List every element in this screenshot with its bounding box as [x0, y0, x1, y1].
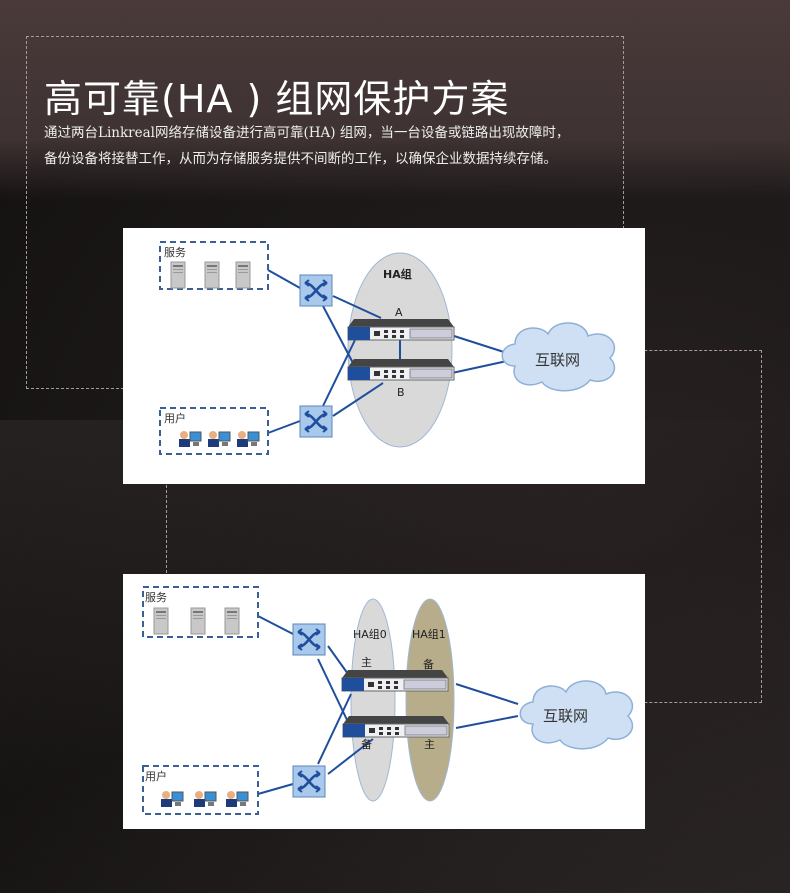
switch-icon: [291, 622, 327, 657]
role-label: 主: [424, 738, 435, 751]
ha-diagram-dual-group: 服务 用户 HA组0 HA组1 主 备 备 主 互联网: [123, 574, 645, 829]
server-icon: [170, 261, 186, 289]
server-icon: [224, 607, 240, 635]
network-diagram: 服务 用户 HA组0 HA组1 主 备 备 主 互联网: [142, 586, 634, 815]
server-icon: [204, 261, 220, 289]
ha-group-label: HA组: [383, 267, 412, 281]
ha-diagram-single-group: 服务 用户 HA组 A B 互联网: [123, 228, 645, 484]
description-line: 通过两台Linkreal网络存储设备进行高可靠(HA) 组网，当一台设备或链路出…: [44, 125, 570, 141]
description-line: 备份设备将接替工作，从而为存储服务提供不间断的工作，以确保企业数据持续存储。: [44, 151, 557, 167]
links: [257, 615, 519, 795]
role-label: 主: [361, 656, 372, 669]
switch-icon: [291, 764, 327, 799]
links: [267, 269, 508, 434]
switch-icon: [298, 404, 334, 439]
user-icon: [160, 790, 184, 808]
page-title: 高可靠(HA ) 组网保护方案: [44, 77, 510, 121]
server-icon: [235, 261, 251, 289]
role-label: 备: [423, 657, 434, 671]
storage-device-icon: [347, 318, 455, 341]
user-icon: [178, 430, 202, 448]
internet-label: 互联网: [543, 707, 588, 725]
services-label: 服务: [164, 246, 186, 259]
device-a-label: A: [395, 306, 403, 319]
background: [0, 0, 790, 200]
user-icon: [193, 790, 217, 808]
user-icon: [207, 430, 231, 448]
server-icon: [153, 607, 169, 635]
ha-group1-ellipse: [405, 598, 455, 802]
user-icon: [236, 430, 260, 448]
services-group: [142, 586, 259, 638]
server-icon: [190, 607, 206, 635]
page-description: 通过两台Linkreal网络存储设备进行高可靠(HA) 组网，当一台设备或链路出…: [44, 120, 569, 172]
storage-device-icon: [347, 358, 455, 381]
role-label: 备: [361, 737, 372, 751]
services-label: 服务: [145, 591, 167, 604]
storage-device-icon: [341, 669, 449, 692]
network-diagram: 服务 用户 HA组 A B 互联网: [159, 241, 616, 455]
switch-icon: [298, 273, 334, 308]
storage-device-icon: [342, 715, 450, 738]
ha-group1-label: HA组1: [412, 627, 446, 641]
services-group: [159, 241, 269, 290]
ha-group0-ellipse: [350, 598, 396, 802]
users-label: 用户: [145, 769, 167, 783]
ha-group0-label: HA组0: [353, 627, 387, 641]
device-b-label: B: [397, 386, 405, 399]
users-label: 用户: [164, 411, 186, 425]
user-icon: [225, 790, 249, 808]
users-group: [159, 407, 269, 455]
users-group: [142, 765, 259, 815]
internet-label: 互联网: [535, 351, 580, 369]
